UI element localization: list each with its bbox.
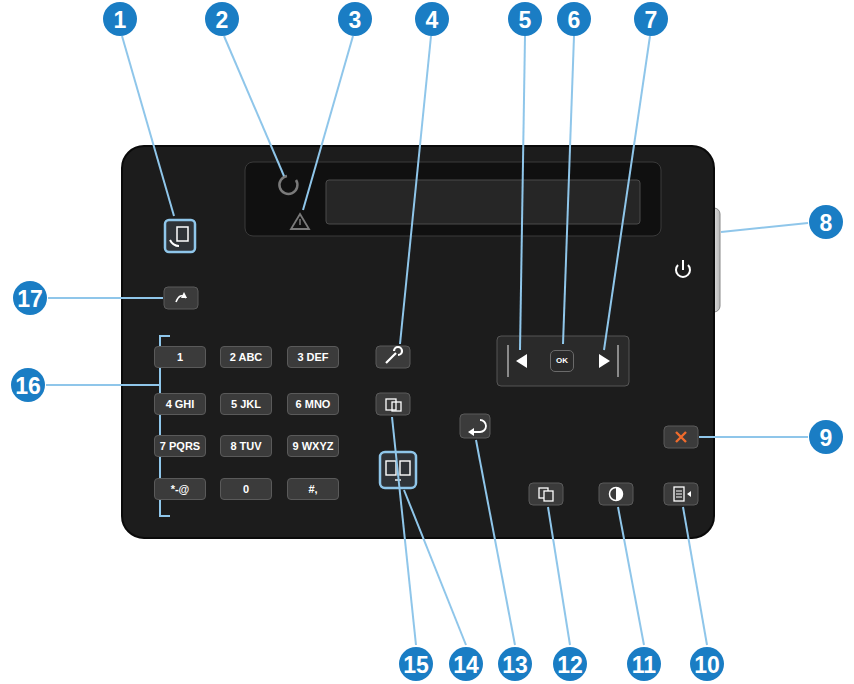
key-label: *-@ [171, 484, 190, 495]
callout-number: 7 [645, 9, 658, 32]
keypad-key: 4 GHI [154, 393, 206, 415]
leader-lines [46, 36, 808, 645]
ok-button: OK [550, 350, 574, 372]
lcd-screen [326, 180, 640, 224]
key-label: 6 MNO [296, 399, 331, 410]
reduce-enlarge-button [664, 483, 698, 505]
key-label: 7 PQRS [160, 441, 200, 452]
callout-circle [11, 368, 45, 402]
key-label: 0 [243, 484, 249, 495]
keypad-key: 5 JKL [220, 393, 272, 415]
callout-circle [634, 2, 668, 36]
left-arrow-button [516, 354, 527, 368]
callout-number: 8 [820, 212, 833, 235]
fax-menu-button [376, 393, 410, 415]
cancel-x [676, 432, 686, 442]
callout-number: 13 [502, 654, 528, 677]
copy-menu-button [529, 483, 563, 505]
callout-circle [508, 2, 542, 36]
callout-number: 16 [15, 375, 41, 398]
callout-circle [557, 2, 591, 36]
callout-circle [205, 2, 239, 36]
callout-number: 3 [349, 9, 362, 32]
callout-circle [103, 2, 137, 36]
callout-number: 17 [17, 288, 43, 311]
callout-number: 1 [114, 9, 127, 32]
callout-circle [498, 647, 532, 681]
key-label: 9 WXYZ [293, 441, 334, 452]
keypad-key: 1 [154, 346, 206, 368]
key-label: 1 [177, 352, 183, 363]
key-label: 4 GHI [166, 399, 195, 410]
right-arrow-button [599, 354, 610, 368]
keypad-key: 7 PQRS [154, 435, 206, 457]
callout-number: 10 [694, 654, 720, 677]
callout-circle [449, 647, 483, 681]
callout-number: 6 [568, 9, 581, 32]
cancel-button [664, 426, 698, 448]
keypad-key: 6 MNO [287, 393, 339, 415]
lighter-darker-button [599, 483, 633, 505]
callout-number: 9 [820, 427, 833, 450]
keypad-key: 2 ABC [220, 346, 272, 368]
setup-button [376, 346, 410, 368]
callout-circle [553, 647, 587, 681]
callout-number: 11 [632, 654, 656, 677]
display-bezel [245, 162, 661, 236]
callout-number: 12 [557, 654, 583, 677]
callout-circle [415, 2, 449, 36]
keypad-key: 3 DEF [287, 346, 339, 368]
key-label: 5 JKL [231, 399, 261, 410]
keypad-key: 9 WXYZ [287, 435, 339, 457]
callout-circle [338, 2, 372, 36]
keypad-key: 8 TUV [220, 435, 272, 457]
keypad-key: *-@ [154, 478, 206, 500]
ready-light [279, 176, 297, 194]
redial-button [164, 287, 198, 309]
callout-circle [809, 205, 843, 239]
callout-number: 4 [426, 9, 439, 32]
key-label: 2 ABC [230, 352, 263, 363]
keypad-key: #, [287, 478, 339, 500]
key-label: #, [308, 484, 317, 495]
callout-number: 2 [216, 9, 229, 32]
callout-circles [11, 2, 843, 681]
callout-number: 15 [403, 654, 429, 677]
callout-circle [13, 281, 47, 315]
keypad-key: 0 [220, 478, 272, 500]
callout-circle [690, 647, 724, 681]
callout-circle [809, 420, 843, 454]
key-label: OK [556, 357, 568, 365]
callout-number: 14 [453, 654, 479, 677]
key-label: 8 TUV [230, 441, 261, 452]
callout-number: 5 [519, 9, 532, 32]
callout-circle [399, 647, 433, 681]
attention-light [291, 214, 309, 229]
callout-circle [627, 647, 661, 681]
key-label: 3 DEF [297, 352, 328, 363]
fax-start-button [165, 220, 195, 252]
back-button [460, 414, 490, 438]
